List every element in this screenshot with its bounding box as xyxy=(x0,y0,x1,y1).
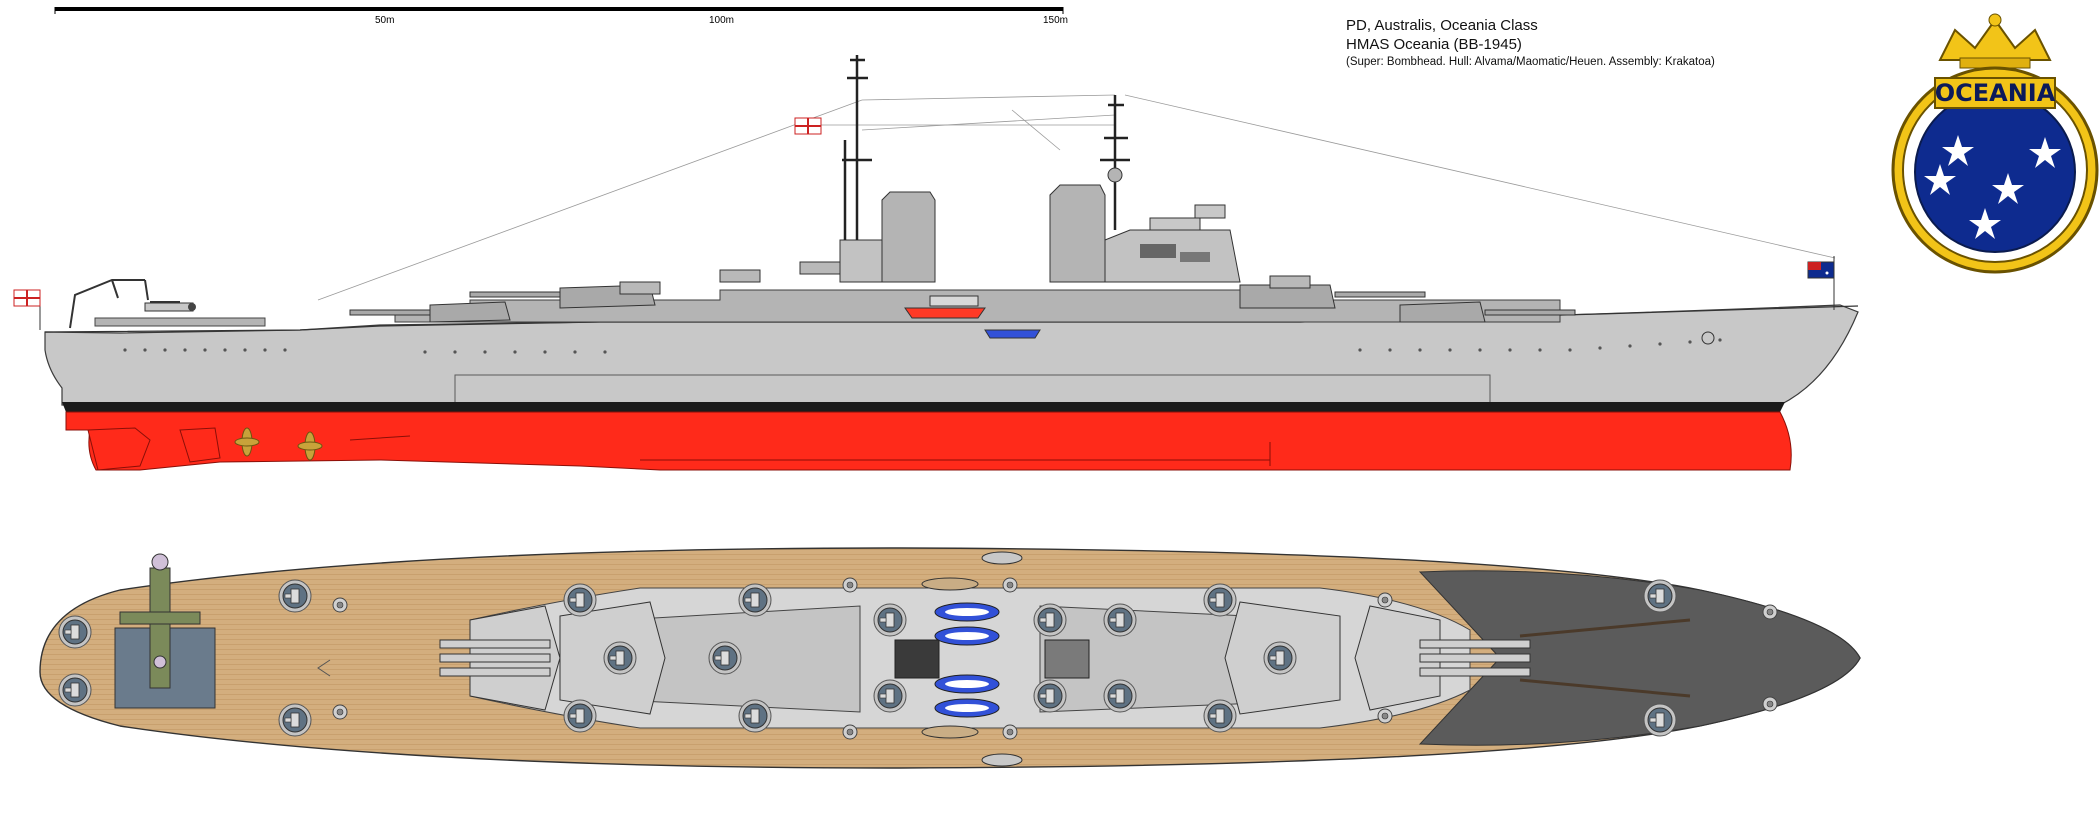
ship-name: HMAS Oceania (BB-1945) xyxy=(1346,36,1522,53)
aft-deckhouse xyxy=(94,317,266,327)
bridge-windows xyxy=(1140,244,1176,258)
crest-icon: OCEANIA xyxy=(1891,13,2099,274)
scale-bar: 50m 100m 150m xyxy=(54,7,1068,26)
plan-view xyxy=(39,547,1861,769)
class-title: PD, Australis, Oceania Class xyxy=(1346,17,1538,34)
title-block: PD, Australis, Oceania Class HMAS Oceani… xyxy=(1346,16,1715,70)
scale-bar-icon xyxy=(55,7,1063,11)
aircraft-icon xyxy=(119,553,201,689)
underwater-hull xyxy=(65,411,1792,471)
crest-name: OCEANIA xyxy=(1935,79,2056,107)
ensign-flag-icon xyxy=(13,289,41,330)
boat-icon xyxy=(904,295,1041,339)
scale-label-50m: 50m xyxy=(375,15,394,26)
side-profile-view xyxy=(13,55,1859,471)
propeller-icon xyxy=(234,427,323,461)
main-turret-a-plan xyxy=(1354,605,1531,711)
credits-line: (Super: Bombhead. Hull: Alvama/Maomatic/… xyxy=(1346,56,1715,68)
forward-funnel xyxy=(1049,184,1106,283)
crane-icon xyxy=(69,279,149,329)
ensign-flag-icon xyxy=(794,117,822,135)
scale-label-100m: 100m xyxy=(709,15,734,26)
aft-turret-y xyxy=(349,301,511,323)
portholes xyxy=(123,338,1722,354)
main-turret-y-plan xyxy=(439,605,561,711)
anchor-chains xyxy=(1519,618,1691,698)
rigging-lines xyxy=(317,94,1836,301)
forward-mast xyxy=(1100,95,1130,230)
star-icon xyxy=(1924,135,2061,239)
aircraft-icon xyxy=(144,301,196,312)
boat-icon xyxy=(921,551,1023,767)
aft-deckhouse-upper xyxy=(839,239,883,283)
aft-funnel-plan xyxy=(894,639,940,679)
rudder-icon xyxy=(87,427,151,471)
aft-mast xyxy=(842,55,872,240)
forward-turret-a xyxy=(1399,301,1576,323)
ensign-flag-icon xyxy=(1807,256,1835,310)
forward-funnel-plan xyxy=(1044,639,1090,679)
forecastle-deck xyxy=(1418,570,1861,746)
scale-label-150m: 150m xyxy=(1043,15,1068,26)
skeg xyxy=(179,427,221,463)
boot-top-line xyxy=(62,402,1785,412)
aft-funnel xyxy=(881,191,936,283)
